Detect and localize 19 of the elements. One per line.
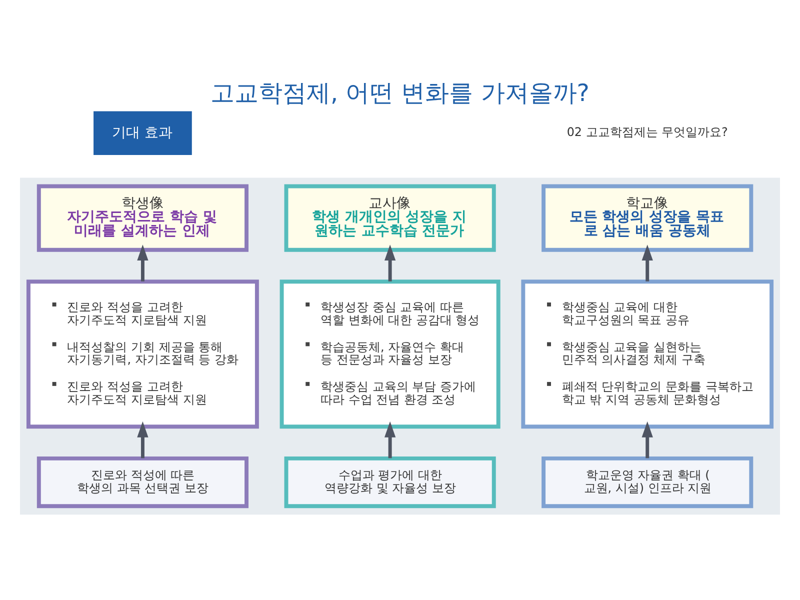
node-box: 학교운영 자율권 확대 ( 교원, 시설) 인프라 지원 bbox=[542, 456, 754, 508]
node-box: 학생성장 중심 교육에 따른 역할 변화에 대한 공감대 형성 학습공동체, 자율연수 확대 등 전문성과 자율성 보장 학생중심 교육의 부담 증가에 따라 수업 전념 환경 조성 bbox=[280, 280, 500, 429]
label: 02 고교학점제는 무엇일까요? bbox=[566, 125, 728, 140]
diagram-title: 고교학점제, 어떤 변화를 가져올까? bbox=[210, 79, 590, 108]
arrow bbox=[137, 244, 148, 282]
node-box: 교사像 학생 개개인의 성장을 지 원하는 교수학습 전문가 bbox=[284, 184, 496, 252]
arrow bbox=[642, 244, 653, 282]
arrow bbox=[384, 421, 396, 458]
arrow bbox=[384, 244, 396, 282]
cluster bbox=[20, 178, 780, 515]
node-box: 기대 효과 bbox=[94, 111, 192, 155]
node-box: 학생像 자기주도적으로 학습 및 미래를 설계하는 인제 bbox=[36, 184, 248, 252]
node-box: 수업과 평가에 대한 역량강화 및 자율성 보장 bbox=[284, 456, 496, 508]
node-box: 진로와 적성에 따른 학생의 과목 선택권 보장 bbox=[36, 456, 248, 508]
arrow bbox=[137, 421, 148, 458]
arrow bbox=[642, 421, 653, 458]
node-box: 학교像 모든 학생의 성장을 목표 로 삼는 배움 공동체 bbox=[542, 184, 754, 252]
node-box: 학생중심 교육에 대한 학교구성원의 목표 공유 학생중심 교육을 실현하는 민주적 의사결정 체제 구축 폐쇄적 단위학교의 문화를 극복하고 학교 밖 지역 공동체 문화형성 bbox=[521, 280, 774, 429]
node-box: 진로와 적성을 고려한 자기주도적 지로탐색 지원 내적성찰의 기회 제공을 통해 자기동기력, 자기조절력 등 강화 진로와 적성을 고려한 자기주도적 지로탐색 지원 bbox=[26, 280, 259, 429]
